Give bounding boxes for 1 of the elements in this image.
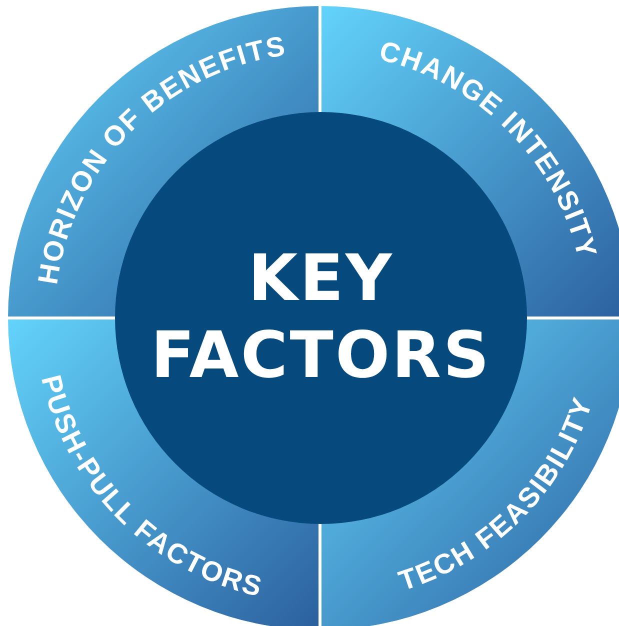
center-title: KEY FACTORS <box>150 241 492 395</box>
